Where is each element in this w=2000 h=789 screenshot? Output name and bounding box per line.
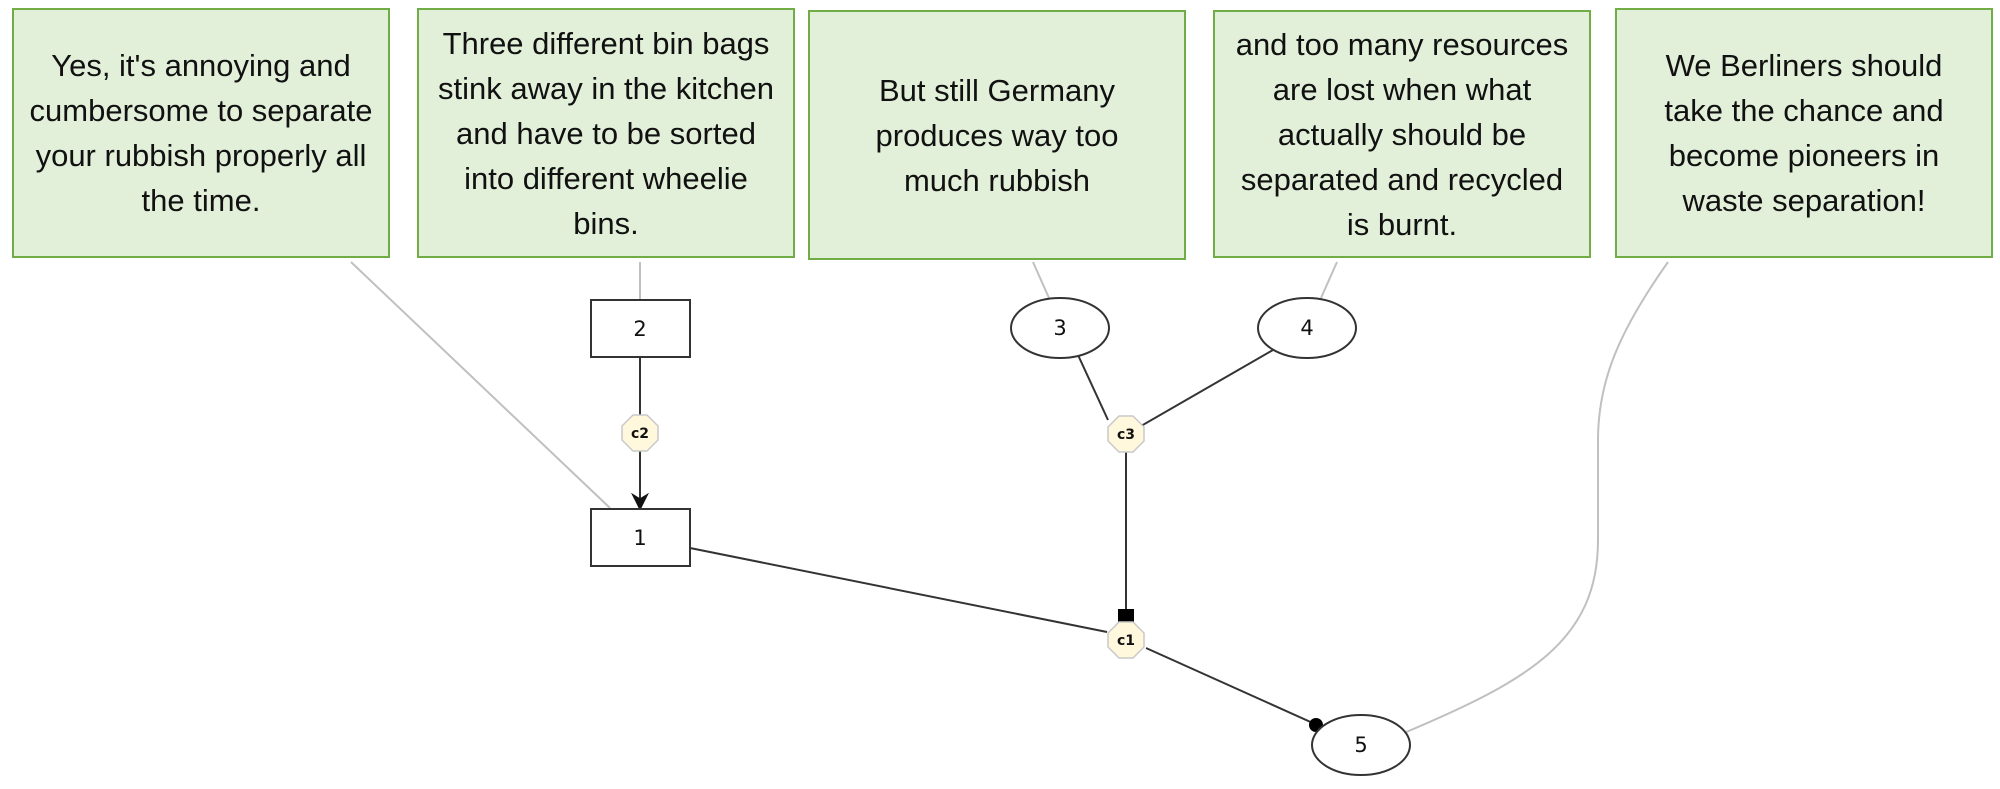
connector-c2-label: c2 bbox=[631, 426, 649, 442]
node-2: 2 bbox=[590, 299, 691, 358]
edge-c1-node5 bbox=[1145, 647, 1316, 725]
node-2-label: 2 bbox=[633, 317, 646, 341]
connector-c3-label: c3 bbox=[1117, 427, 1135, 443]
node-4-label: 4 bbox=[1300, 316, 1313, 340]
connector-c3: c3 bbox=[1107, 415, 1145, 453]
link-box5-node5 bbox=[1403, 261, 1669, 734]
link-box3-node3 bbox=[1032, 261, 1050, 299]
edge-node3-c3 bbox=[1077, 354, 1109, 421]
square-arrowhead bbox=[1118, 609, 1134, 623]
text-box-4: and too many resources are lost when wha… bbox=[1213, 10, 1591, 258]
text-box-5: We Berliners should take the chance and … bbox=[1615, 8, 1993, 258]
edge-node1-c1 bbox=[689, 547, 1108, 633]
node-5: 5 bbox=[1311, 714, 1411, 776]
text-box-3: But still Germany produces way too much … bbox=[808, 10, 1186, 260]
connector-c1-label: c1 bbox=[1117, 633, 1135, 649]
connector-c1: c1 bbox=[1107, 621, 1145, 659]
node-5-label: 5 bbox=[1354, 733, 1367, 757]
node-1: 1 bbox=[590, 508, 691, 567]
link-box4-node4 bbox=[1320, 261, 1338, 299]
text-box-1: Yes, it's annoying and cumbersome to sep… bbox=[12, 8, 390, 258]
node-4: 4 bbox=[1257, 297, 1357, 359]
node-3: 3 bbox=[1010, 297, 1110, 359]
node-1-label: 1 bbox=[633, 526, 646, 550]
node-3-label: 3 bbox=[1053, 316, 1066, 340]
text-box-2: Three different bin bags stink away in t… bbox=[417, 8, 795, 258]
connector-c2: c2 bbox=[621, 414, 659, 452]
edge-node4-c3 bbox=[1140, 349, 1274, 427]
link-box1-node1 bbox=[350, 261, 611, 509]
